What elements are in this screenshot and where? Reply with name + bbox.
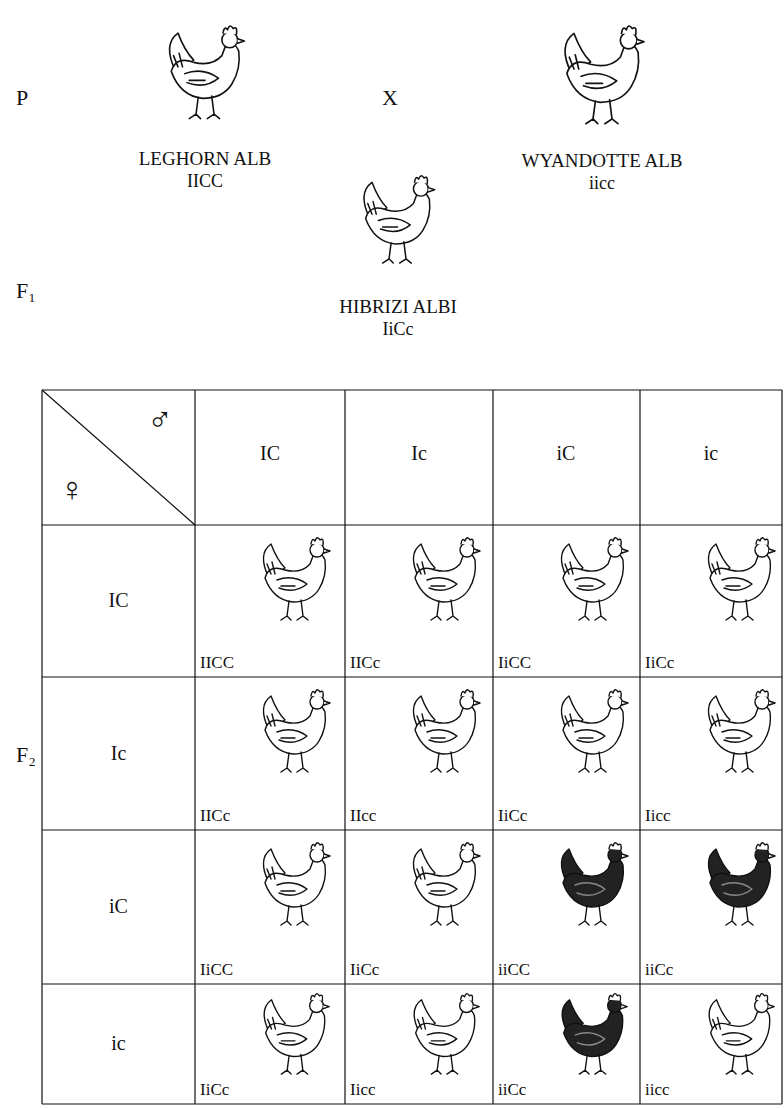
genotype-label: IICc [350,653,380,673]
caption-label: iicc [589,173,615,194]
genotype-label: iicc [645,1080,670,1100]
genotype-label: IiCC [200,960,233,980]
genotype-label: IiCc [200,1080,229,1100]
genotype-label: IiCc [498,806,527,826]
genotype-label: iiCC [498,960,530,980]
gamete-label: Ic [411,442,427,465]
genotype-label: IiCC [498,653,531,673]
gamete-label: ic [111,1032,125,1055]
genotype-label: IICC [200,653,234,673]
gamete-label: IC [260,442,280,465]
genotype-label: IIcc [350,806,376,826]
caption-label: X [382,85,398,110]
gamete-label: Ic [111,742,127,765]
caption-label: HIBRIZI ALBI [339,296,457,318]
gamete-label: iC [557,442,576,465]
gamete-label: iC [109,895,128,918]
sex-symbol: ♀ [59,470,85,509]
sex-symbol: ♂ [147,400,173,439]
genotype-label: IICc [200,806,230,826]
caption-label: WYANDOTTE ALB [522,150,683,172]
caption-label: IICC [187,171,223,192]
genotype-label: iiCc [498,1080,526,1100]
genotype-label: IiCc [350,960,379,980]
genotype-label: IiCc [645,653,674,673]
caption-label: F₁ [16,278,36,303]
caption-label: F₂ [16,742,36,767]
genotype-label: Iicc [645,806,670,826]
genotype-label: Iicc [350,1080,375,1100]
caption-label: LEGHORN ALB [139,148,271,170]
genotype-label: iiCc [645,960,673,980]
caption-label: IiCc [383,319,414,340]
caption-label: P [16,85,28,110]
gamete-label: IC [109,589,129,612]
gamete-label: ic [704,442,718,465]
